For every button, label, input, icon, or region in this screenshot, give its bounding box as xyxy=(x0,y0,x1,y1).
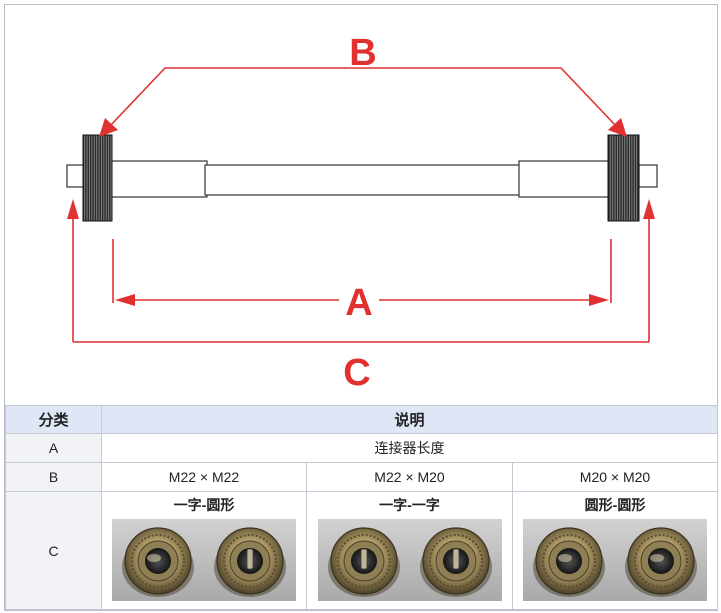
row-c-value-3: 圆形-圆形 xyxy=(584,497,646,513)
left-pin xyxy=(66,164,86,188)
label-c: C xyxy=(343,352,370,394)
label-b: B xyxy=(349,32,376,74)
arrowhead-a-left xyxy=(115,294,135,306)
dimension-a xyxy=(112,239,612,303)
row-c-label: C xyxy=(5,491,102,610)
label-a: A xyxy=(345,282,372,324)
row-b-value-1: M22 × M22 xyxy=(101,462,307,492)
row-a-label: A xyxy=(5,433,102,463)
table-row-b: B M22 × M22 M22 × M20 M20 × M20 xyxy=(5,462,719,492)
right-pin xyxy=(638,164,658,188)
row-c-cell-1: 一字-圆形 xyxy=(101,491,307,610)
fitting-photo-3 xyxy=(523,519,708,601)
row-b-value-2: M22 × M20 xyxy=(306,462,513,492)
right-knurled-fitting-icon xyxy=(607,134,640,222)
arrowhead-c-left xyxy=(67,199,79,219)
connector-rod xyxy=(204,164,522,196)
header-description: 说明 xyxy=(100,405,719,434)
arrowhead-b-left xyxy=(99,118,118,137)
right-sleeve xyxy=(518,160,610,198)
dimension-b xyxy=(108,67,618,128)
row-b-label: B xyxy=(5,462,102,492)
header-category: 分类 xyxy=(5,405,102,434)
fitting-photo-2 xyxy=(317,519,502,601)
row-a-description: 连接器长度 xyxy=(100,433,719,463)
fitting-photo-1 xyxy=(112,519,296,601)
arrowhead-b-right xyxy=(608,118,627,137)
arrowhead-a-right xyxy=(589,294,609,306)
figure-frame: B A C 分类 说明 A xyxy=(4,4,719,611)
connector-assembly xyxy=(66,134,658,222)
table-row-a: A 连接器长度 xyxy=(5,433,719,463)
row-c-cell-2: 一字-一字 xyxy=(306,491,513,610)
spec-table: 分类 说明 A 连接器长度 B M22 × M22 M22 × M20 M20 … xyxy=(5,405,719,610)
row-c-value-2: 一字-一字 xyxy=(379,497,440,513)
left-knurled-fitting-icon xyxy=(82,134,113,222)
left-sleeve xyxy=(110,160,208,198)
dimension-c xyxy=(72,217,650,343)
table-header-row: 分类 说明 xyxy=(5,405,719,434)
connector-dimension-diagram: B A C xyxy=(66,32,658,394)
row-c-cell-3: 圆形-圆形 xyxy=(511,491,719,610)
row-b-value-3: M20 × M20 xyxy=(511,462,719,492)
arrowhead-c-right xyxy=(643,199,655,219)
row-c-value-1: 一字-圆形 xyxy=(173,497,235,513)
table-row-c: C 一字-圆形 一字-一字 圆形-圆形 xyxy=(5,491,719,610)
